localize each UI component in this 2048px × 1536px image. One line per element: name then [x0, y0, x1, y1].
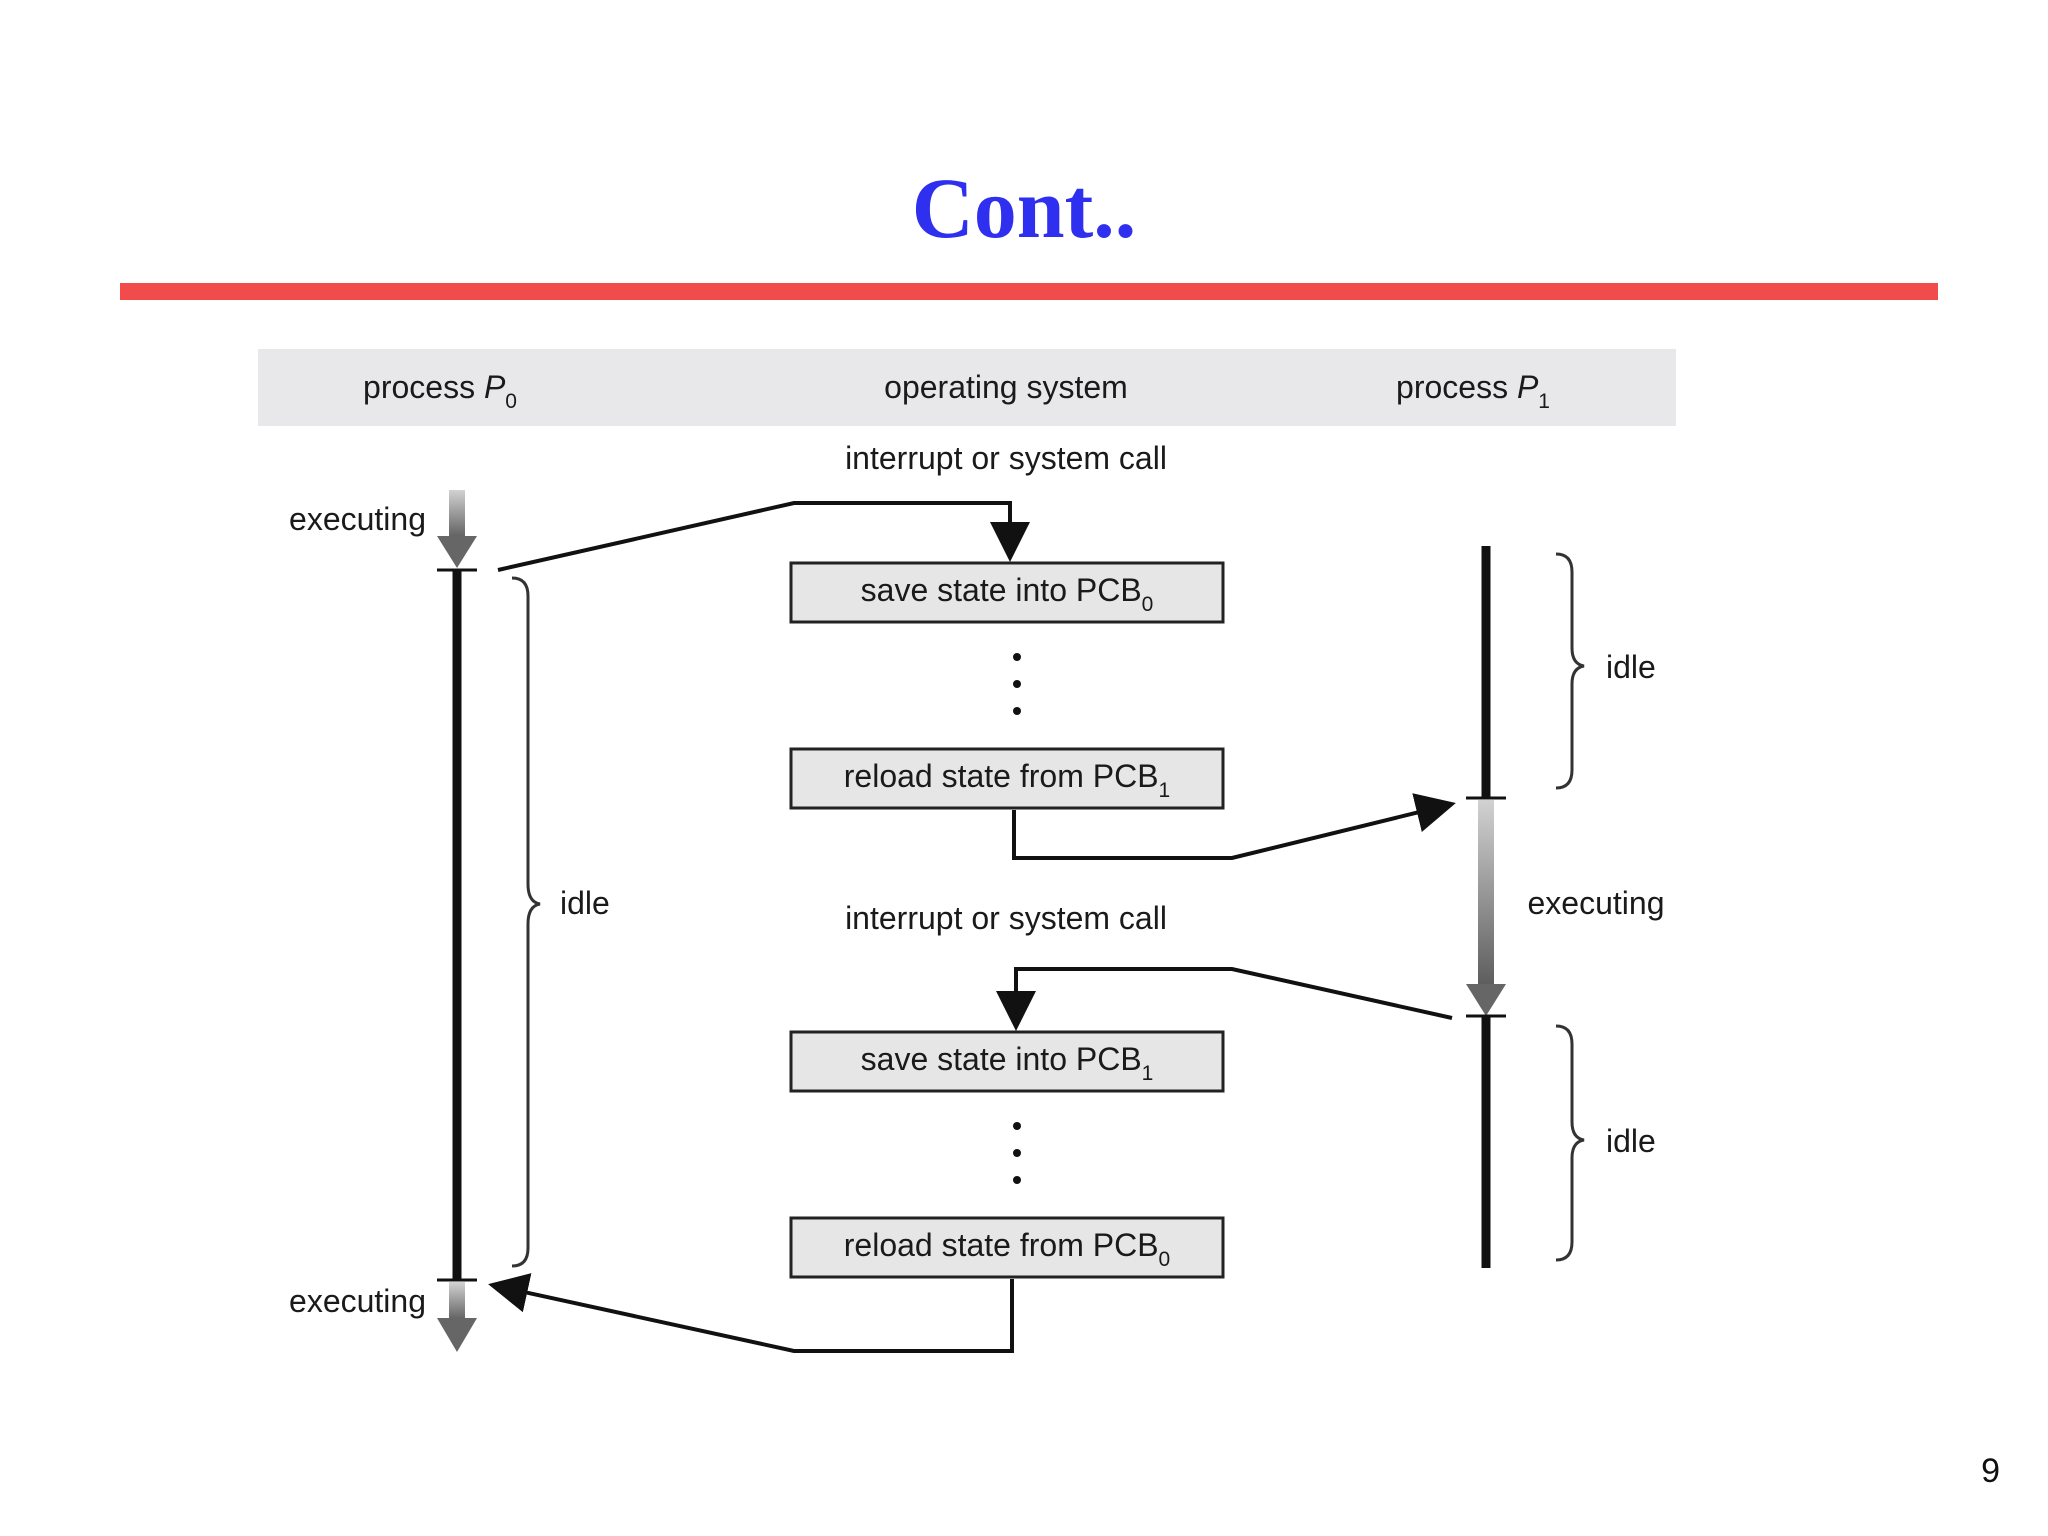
p0-executing-arrow-top — [437, 490, 477, 568]
arrow-reload-pcb0-to-p0 — [488, 1273, 1014, 1353]
header-process-p0: process P0 — [363, 369, 517, 413]
box-save-pcb1 — [789, 1030, 1225, 1093]
p0-executing-label-bottom: executing — [289, 1283, 426, 1319]
box-reload-pcb1 — [789, 747, 1225, 810]
box-save-pcb1-label: save state into PCB1 — [861, 1041, 1154, 1085]
box-reload-pcb1-label: reload state from PCB1 — [844, 758, 1170, 802]
ellipsis-dots-top — [1013, 653, 1021, 715]
p1-executing-label: executing — [1528, 885, 1665, 921]
p0-executing-arrow-bottom — [437, 1282, 477, 1352]
box-save-pcb0-label: save state into PCB0 — [861, 572, 1154, 616]
p1-idle-label-top: idle — [1606, 649, 1656, 685]
arrow-reload-pcb1-to-p1 — [1012, 793, 1456, 860]
p1-idle-label-bottom: idle — [1606, 1123, 1656, 1159]
box-reload-pcb0 — [789, 1216, 1225, 1279]
p0-executing-label-top: executing — [289, 501, 426, 537]
box-save-pcb0 — [789, 561, 1225, 624]
slide-title: Cont.. — [911, 160, 1137, 256]
interrupt-label-middle: interrupt or system call — [845, 900, 1167, 936]
page-number: 9 — [1981, 1452, 2000, 1490]
p1-idle-brace-bottom — [1555, 1024, 1585, 1262]
arrow-p1-to-save-pcb1 — [996, 967, 1453, 1031]
p1-idle-brace-top — [1555, 552, 1585, 790]
interrupt-label-top: interrupt or system call — [845, 440, 1167, 476]
ellipsis-dots-bottom — [1013, 1122, 1021, 1184]
title-underline — [120, 283, 1938, 300]
header-band — [258, 349, 1676, 426]
header-process-p1: process P1 — [1396, 369, 1550, 413]
p0-idle-brace — [511, 576, 541, 1268]
box-reload-pcb0-label: reload state from PCB0 — [844, 1227, 1170, 1271]
header-operating-system: operating system — [884, 369, 1128, 405]
arrow-p0-to-save-pcb0 — [497, 501, 1030, 572]
p0-idle-label: idle — [560, 885, 610, 921]
p1-executing-arrow — [1466, 800, 1506, 1016]
